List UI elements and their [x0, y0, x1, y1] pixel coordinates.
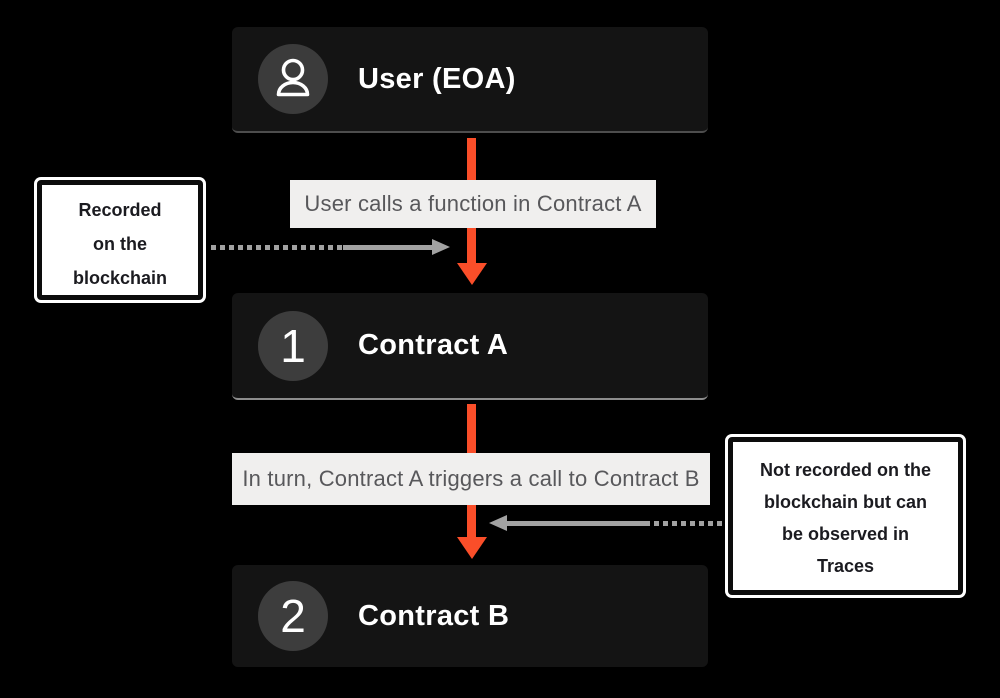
gray-arrow-right-dashed-segment: [645, 521, 728, 526]
callout-line: Recorded: [78, 200, 162, 220]
avatar: [258, 44, 328, 114]
flow-label-step1: User calls a function in Contract A: [290, 180, 656, 228]
node-user-eoa: User (EOA): [232, 27, 708, 133]
callout-line: Traces: [816, 556, 875, 576]
node-title-contract-b: Contract B: [358, 599, 510, 632]
flow-arrow-2-down-icon: [457, 537, 487, 559]
node-contract-a: 1 Contract A: [232, 293, 708, 400]
step-badge-1: 1: [258, 310, 328, 381]
node-title-user: User (EOA): [358, 62, 516, 95]
callout-recorded-on-blockchain: Recorded on the blockchain: [37, 180, 203, 300]
callout-line: Not recorded on the: [759, 460, 931, 480]
flow-arrow-1-down-icon: [457, 263, 487, 285]
gray-arrow-left-solid-segment: [343, 245, 432, 250]
gray-arrow-right-icon: [432, 239, 450, 255]
gray-arrow-right-solid-segment: [507, 521, 645, 526]
callout-line: on the: [93, 234, 147, 254]
flow-label-step2: In turn, Contract A triggers a call to C…: [232, 453, 710, 505]
callout-line: blockchain but can: [763, 492, 928, 512]
gray-arrow-left-dashed-segment: [211, 245, 343, 250]
callout-not-recorded-traces: Not recorded on the blockchain but can b…: [728, 437, 963, 595]
callout-line: be observed in: [781, 524, 910, 544]
gray-arrow-left-icon: [489, 515, 507, 531]
person-icon: [258, 58, 328, 118]
step-badge-2: 2: [258, 581, 328, 651]
callout-line: blockchain: [72, 268, 168, 288]
node-contract-b: 2 Contract B: [232, 565, 708, 667]
node-title-contract-a: Contract A: [358, 329, 509, 361]
